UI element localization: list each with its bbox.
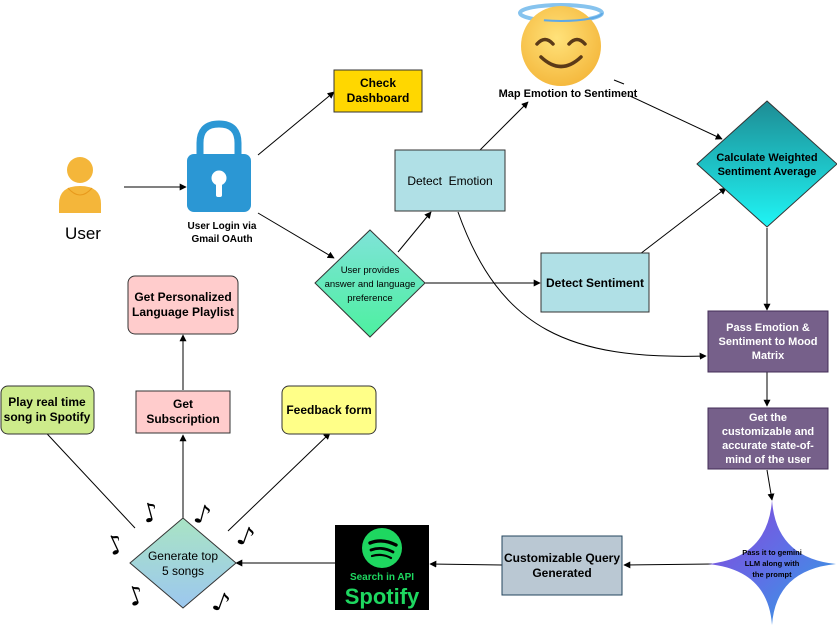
- music-note-icon: ♪: [208, 586, 234, 620]
- login-label-2: Gmail OAuth: [191, 234, 252, 245]
- smiling-face-with-halo-icon: [518, 3, 604, 86]
- arrow-login-to-input: [257, 212, 335, 259]
- subscription-node: Get Subscription: [135, 390, 231, 434]
- user-icon: [59, 157, 101, 213]
- state-of-mind-label-2: customizable and: [722, 426, 814, 438]
- spotify-wordmark: Spotify: [345, 584, 420, 609]
- playlist-label-2: Language Playlist: [132, 305, 234, 319]
- user-input-label-1: User provides: [341, 265, 400, 276]
- detect-emotion-node: Detect Emotion: [394, 149, 506, 212]
- query-node: Customizable Query Generated: [501, 535, 623, 596]
- subscription-box: [135, 390, 231, 434]
- weighted-average-label-1: Calculate Weighted: [716, 152, 817, 164]
- lock-icon: [187, 120, 251, 212]
- login-node: User Login via Gmail OAuth: [187, 120, 257, 245]
- weighted-average-diamond: [696, 100, 837, 228]
- generate-diamond: [129, 517, 237, 609]
- spotify-logo-icon: [362, 528, 402, 568]
- detect-emotion-label: Detect Emotion: [407, 174, 492, 188]
- arrow-gemini-to-query: [623, 561, 713, 569]
- dashboard-node: Check Dashboard: [333, 69, 423, 113]
- playlist-label-1: Get Personalized: [134, 290, 231, 304]
- gemini-label-3: the prompt: [752, 570, 792, 579]
- gemini-star-icon: [708, 500, 836, 625]
- dashboard-box: [333, 69, 423, 113]
- dashboard-label-1: Check: [360, 76, 396, 90]
- user-label: User: [65, 224, 101, 243]
- dashboard-label-2: Dashboard: [347, 91, 410, 105]
- arrow-emotion-to-mood: [457, 211, 707, 360]
- generate-label-1: Generate top: [148, 549, 218, 563]
- music-note-icon: ♪: [123, 580, 149, 614]
- detect-emotion-box: [394, 149, 506, 212]
- detect-sentiment-node: Detect Sentiment: [540, 252, 650, 313]
- playlist-node: Get Personalized Language Playlist: [127, 275, 239, 335]
- arrow-sentiment-to-average: [639, 187, 727, 255]
- play-label-1: Play real time: [8, 395, 86, 409]
- arrow-query-to-spotify: [429, 560, 503, 568]
- state-of-mind-node: Get the customizable and accurate state-…: [707, 407, 829, 470]
- weighted-average-node: Calculate Weighted Sentiment Average: [696, 100, 837, 228]
- play-label-2: song in Spotify: [4, 410, 91, 424]
- state-of-mind-label-4: mind of the user: [725, 454, 811, 466]
- arrow-emotion-to-map: [479, 101, 529, 151]
- play-node: Play real time song in Spotify: [0, 385, 95, 435]
- mood-matrix-label-1: Pass Emotion &: [726, 322, 810, 334]
- feedback-node: Feedback form: [281, 385, 377, 435]
- arrow-input-to-emotion: [397, 211, 432, 253]
- arrow-map-to-average: [613, 79, 625, 85]
- generate-node: Generate top 5 songs: [129, 517, 237, 609]
- query-box: [501, 535, 623, 596]
- gemini-label-2: LLM along with: [745, 559, 800, 568]
- feedback-label: Feedback form: [286, 403, 371, 417]
- state-of-mind-box: [707, 407, 829, 470]
- query-label-2: Generated: [532, 566, 591, 580]
- connectors: [21, 79, 775, 569]
- arrow-generate-to-feedback: [227, 432, 331, 532]
- playlist-box: [127, 275, 239, 335]
- subscription-label-2: Subscription: [146, 412, 219, 426]
- play-box: [0, 385, 95, 435]
- mood-matrix-box: [707, 310, 829, 373]
- generate-label-2: 5 songs: [162, 564, 204, 578]
- feedback-box: [281, 385, 377, 435]
- mood-matrix-node: Pass Emotion & Sentiment to Mood Matrix: [707, 310, 829, 373]
- user-input-node: User provides answer and language prefer…: [314, 229, 426, 338]
- spotify-node: Search in API Spotify: [335, 525, 429, 610]
- gemini-label-1: Pass it to gemini: [742, 548, 802, 557]
- user-input-label-2: answer and language: [325, 279, 416, 290]
- music-note-icon: ♪: [102, 528, 130, 562]
- user-node: User: [59, 157, 101, 243]
- query-label-1: Customizable Query: [504, 551, 620, 565]
- user-input-label-3: preference: [347, 293, 392, 304]
- map-emotion-label: Map Emotion to Sentiment: [499, 88, 638, 100]
- state-of-mind-label-3: accurate state-of-: [722, 440, 814, 452]
- mood-matrix-label-2: Sentiment to Mood: [719, 336, 818, 348]
- detect-sentiment-box: [540, 252, 650, 313]
- subscription-label-1: Get: [173, 397, 193, 411]
- login-label-1: User Login via: [188, 221, 257, 232]
- user-input-diamond: [314, 229, 426, 338]
- detect-sentiment-label: Detect Sentiment: [546, 276, 644, 290]
- arrow-map-to-average-b: [629, 95, 723, 140]
- weighted-average-label-2: Sentiment Average: [718, 166, 817, 178]
- arrow-login-to-dashboard: [257, 91, 335, 156]
- arrow-state-to-gemini: [766, 469, 775, 501]
- music-note-icon: ♪: [139, 497, 163, 530]
- mood-matrix-label-3: Matrix: [752, 350, 785, 362]
- spotify-caption: Search in API: [350, 572, 414, 583]
- state-of-mind-label-1: Get the: [749, 412, 787, 424]
- music-note-icon: ♪: [190, 499, 214, 532]
- music-note-icon: ♪: [233, 520, 259, 554]
- gemini-node: Pass it to gemini LLM along with the pro…: [708, 500, 836, 625]
